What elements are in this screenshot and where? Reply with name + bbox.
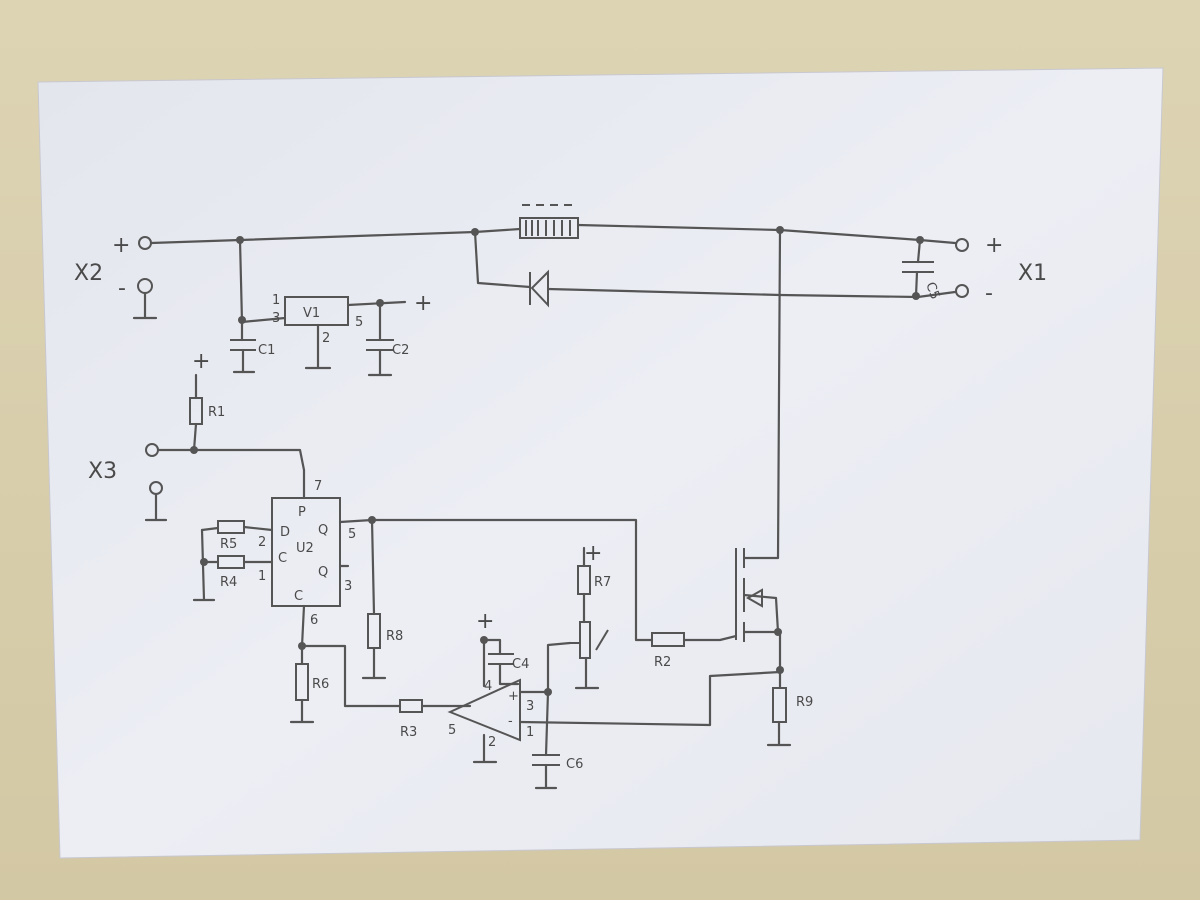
paper-sheet [37,67,1164,859]
q-net [368,516,654,642]
ground-r4r5 [192,528,216,602]
opamp-pin4: 4 [484,679,492,694]
x2-minus-label: - [118,276,126,301]
regulator-v1: V1 1 3 5 2 + [238,238,432,370]
u2-pin6: 6 [310,613,318,628]
x3-label: X3 [88,459,117,484]
u2-label: U2 [296,541,314,556]
diode [529,269,549,308]
resistor-r5: R5 [200,520,274,552]
r9-label: R9 [796,695,813,710]
mosfet [735,228,782,666]
v1-pin1: 1 [272,293,280,308]
v1-pin5: 5 [355,315,363,330]
x2-label: X2 [74,261,103,286]
u2-pin-d: D [280,525,290,540]
x1-minus-label: - [985,281,993,306]
u2-pin7: 7 [314,479,322,494]
resistor-r6: R6 [289,604,402,724]
u2-pin-q: Q [318,523,328,538]
u2-pin-clk: C [278,551,287,566]
v1-out-supply: + [414,291,432,316]
capacitor-c1: C1 [230,320,275,374]
op-amp: + - 4 3 1 2 5 [447,638,782,764]
opamp-pin3: 3 [526,699,534,714]
opamp-minus: - [508,714,513,729]
r5-label: R5 [220,537,237,552]
r4-label: R4 [220,575,237,590]
u2-pin2: 2 [258,535,266,550]
u2-pin-qbar: Q [318,565,328,580]
c5-label: C5 [922,280,942,301]
r1-supply: + [192,349,210,374]
r2-label: R2 [654,655,671,670]
resistor-r9: R9 [766,662,813,747]
u2-pin-clr: C [294,589,303,604]
v1-pin3: 3 [272,311,280,326]
r6-label: R6 [312,677,329,692]
opamp-pin1: 1 [526,725,534,740]
r3-label: R3 [400,725,417,740]
v1-label: V1 [303,306,320,321]
r7-label: R7 [594,575,611,590]
opamp-pin5: 5 [448,723,456,738]
v1-pin2: 2 [322,331,330,346]
resistor-r2: R2 [651,632,738,670]
u2-pin3: 3 [344,579,352,594]
x1-plus-label: + [985,233,1003,258]
connector-x3: X3 [88,443,306,522]
resistor-r8: R8 [361,613,403,680]
opamp-plus: + [508,689,519,704]
c4-supply: + [476,609,494,634]
r8-label: R8 [386,629,403,644]
u2-pin1: 1 [258,569,266,584]
r1-label: R1 [208,405,225,420]
capacitor-c4: + C4 [476,609,529,686]
capacitor-c6: C6 [532,641,583,790]
fuse [519,204,579,239]
c6-label: C6 [566,757,583,772]
c4-label: C4 [512,657,529,672]
resistor-r1: + R1 [189,349,225,452]
c2-label: C2 [392,343,409,358]
capacitor-c2: C2 [366,301,409,377]
x2-plus-label: + [112,233,130,258]
capacitor-c5: C5 [902,238,942,302]
diode-path [473,230,969,300]
resistor-r7: + R7 [570,541,611,690]
c1-label: C1 [258,343,275,358]
x1-label: X1 [1018,261,1047,286]
flip-flop-u2: U2 P D C Q Q C 7 2 1 5 3 6 [258,479,374,628]
connector-x2: + - X2 [74,233,158,320]
opamp-pin2: 2 [488,735,496,750]
u2-pin5: 5 [348,527,356,542]
u2-pin-preset: P [298,505,306,520]
r7-supply: + [584,541,602,566]
